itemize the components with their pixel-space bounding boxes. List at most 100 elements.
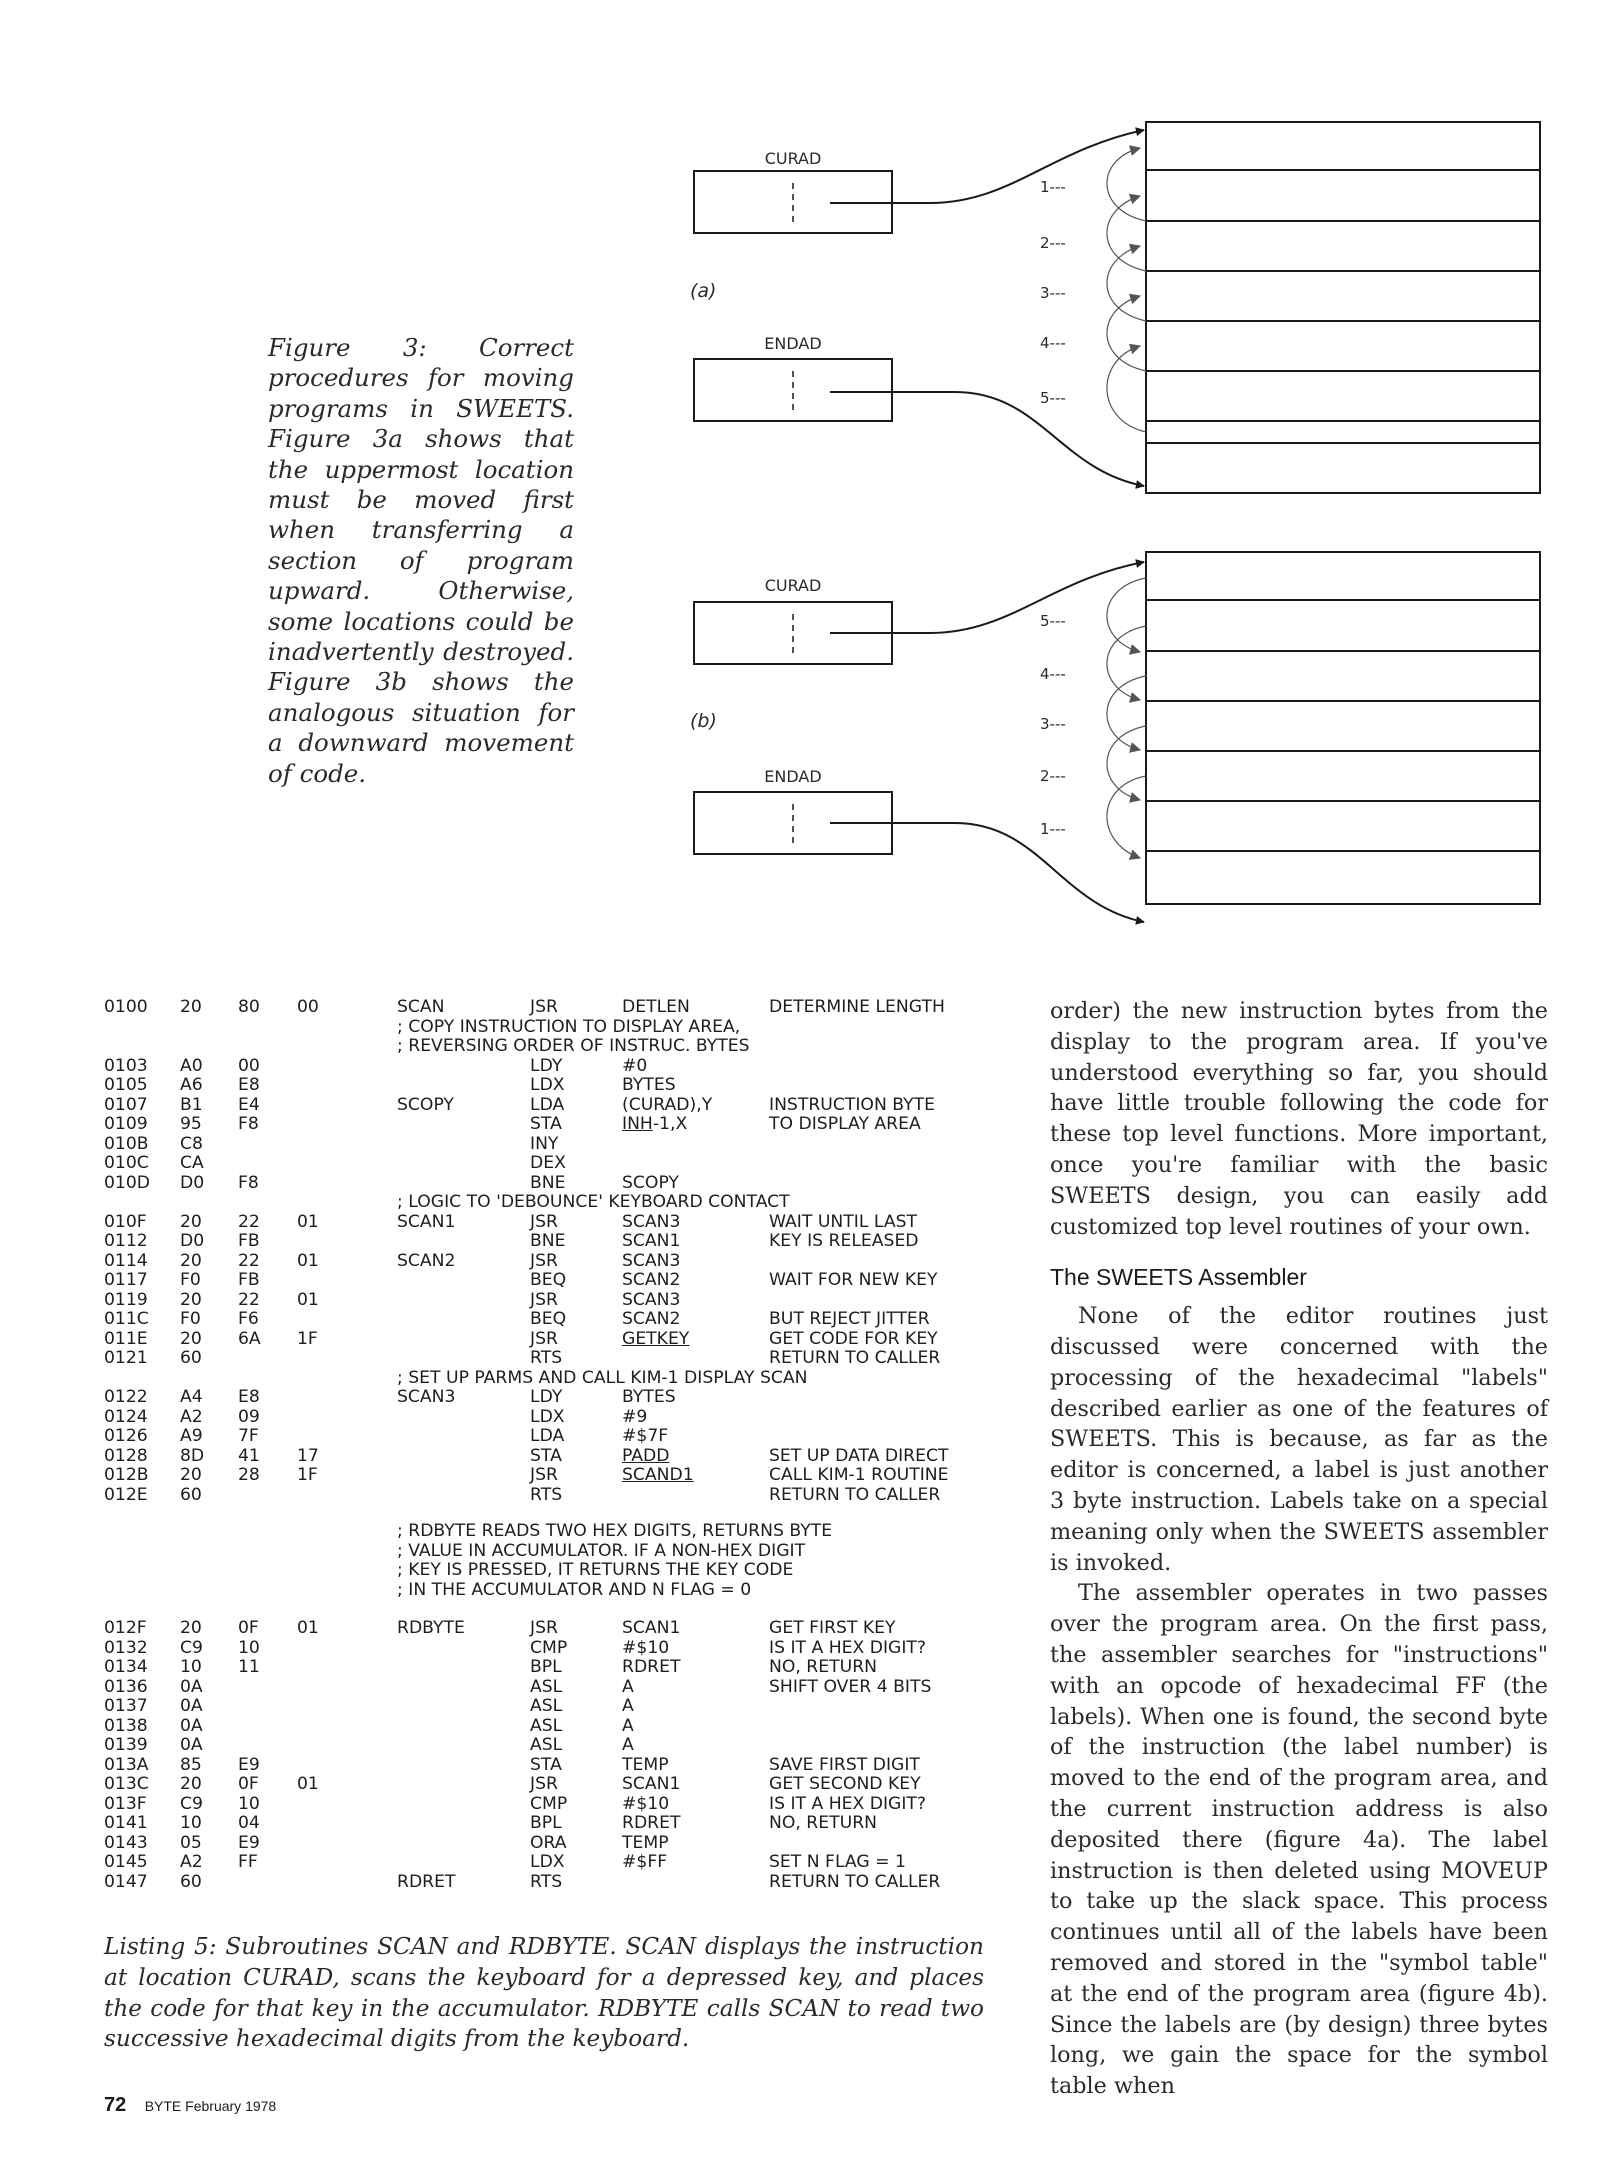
listing-operand: A (622, 1715, 634, 1736)
listing-comment: ; LOGIC TO 'DEBOUNCE' KEYBOARD CONTACT (397, 1192, 790, 1212)
listing-byte: C8 (180, 1133, 203, 1154)
listing-address: 012F (104, 1618, 147, 1638)
listing-comment: SET N FLAG = 1 (769, 1852, 906, 1872)
listing-operand: #$7F (622, 1426, 669, 1446)
listing-operand: A (622, 1676, 634, 1697)
listing-opcode: JSR (530, 1250, 558, 1271)
listing-byte: 85 (180, 1754, 202, 1775)
listing-5-caption: Listing 5: Subroutines SCAN and RDBYTE. … (104, 1933, 984, 2053)
listing-address: 0121 (104, 1348, 148, 1368)
listing-byte: 1F (297, 1328, 318, 1349)
listing-opcode: BEQ (530, 1309, 567, 1329)
listing-byte: 60 (180, 1348, 202, 1368)
listing-byte: 01 (297, 1618, 319, 1638)
panel-a-label: (a) (690, 280, 716, 302)
listing-byte: 10 (180, 1657, 202, 1677)
listing-byte: F0 (180, 1270, 201, 1290)
listing-operand: #$10 (622, 1793, 670, 1814)
article-paragraph: None of the editor routines just discuss… (1050, 1303, 1548, 1576)
listing-label: SCAN2 (397, 1250, 456, 1271)
listing-byte: 00 (238, 1055, 260, 1076)
listing-operand: INH-1,X (622, 1114, 688, 1134)
section-heading: The SWEETS Assembler (1050, 1264, 1307, 1291)
listing-opcode: DEX (530, 1153, 566, 1173)
listing-opcode: ORA (530, 1832, 567, 1853)
listing-comment: SAVE FIRST DIGIT (769, 1754, 920, 1775)
listing-byte: C9 (180, 1637, 203, 1658)
svg-text:2---: 2--- (1040, 234, 1066, 252)
panel-a-curad-arrow (929, 127, 1145, 204)
listing-byte: 20 (180, 1774, 202, 1794)
listing-opcode: ASL (530, 1676, 563, 1697)
listing-byte: D0 (180, 1231, 205, 1251)
listing-operand: (CURAD),Y (622, 1094, 713, 1115)
listing-byte: 01 (297, 1774, 319, 1794)
panel-a: CURAD (a) ENDAD 1--- (690, 121, 1541, 494)
listing-opcode: ASL (530, 1715, 563, 1736)
listing-byte: 04 (238, 1813, 260, 1833)
listing-operand: SCAN1 (622, 1774, 681, 1794)
listing-opcode: JSR (530, 1618, 558, 1638)
listing-opcode: STA (530, 1114, 562, 1134)
panel-a-endad-box (693, 358, 893, 422)
listing-address: 013F (104, 1793, 147, 1814)
listing-operand: SCAN1 (622, 1618, 681, 1638)
listing-address: 0107 (104, 1094, 148, 1115)
listing-byte: 20 (180, 1289, 202, 1310)
listing-comment: GET SECOND KEY (769, 1774, 921, 1794)
listing-address: 012B (104, 1465, 149, 1485)
listing-operand: RDRET (622, 1813, 681, 1833)
listing-address: 0132 (104, 1637, 148, 1658)
svg-text:2---: 2--- (1040, 767, 1066, 785)
listing-opcode: LDA (530, 1094, 565, 1115)
article-paragraph: order) the new instruction bytes from th… (1050, 998, 1548, 1240)
listing-byte: 80 (238, 997, 260, 1017)
listing-address: 0114 (104, 1250, 148, 1271)
listing-opcode: JSR (530, 1289, 558, 1310)
listing-opcode: INY (530, 1133, 559, 1154)
listing-byte: D0 (180, 1172, 205, 1193)
listing-opcode: BNE (530, 1172, 566, 1193)
listing-label: SCAN (397, 997, 445, 1017)
article-paragraph: The assembler operates in two passes ove… (1050, 1580, 1548, 2100)
listing-opcode: BPL (530, 1813, 562, 1833)
listing-operand: RDRET (622, 1657, 681, 1677)
listing-byte: 0A (180, 1676, 203, 1697)
panel-b-curad-label: CURAD (765, 576, 822, 595)
listing-opcode: ASL (530, 1696, 563, 1716)
listing-opcode: JSR (530, 1465, 558, 1485)
listing-byte: A6 (180, 1075, 203, 1095)
listing-address: 011E (104, 1328, 148, 1349)
listing-address: 0100 (104, 997, 148, 1017)
listing-opcode: RTS (530, 1348, 563, 1368)
listing-byte: F0 (180, 1309, 201, 1329)
listing-label: SCAN3 (397, 1387, 456, 1407)
panel-b-endad-arrow (954, 822, 1145, 925)
listing-byte: 10 (238, 1793, 260, 1814)
listing-address: 013C (104, 1774, 149, 1794)
listing-byte: 60 (180, 1871, 202, 1892)
listing-byte: 0A (180, 1696, 203, 1716)
listing-byte: FB (238, 1231, 260, 1251)
listing-operand: SCAN3 (622, 1211, 681, 1232)
listing-byte: F6 (238, 1309, 259, 1329)
listing-byte: A2 (180, 1852, 203, 1872)
listing-byte: E8 (238, 1075, 260, 1095)
panel-a-endad-arrow (954, 391, 1145, 489)
panel-a-move-arcs (1106, 145, 1147, 433)
listing-byte: 0A (180, 1735, 203, 1755)
listing-opcode: LDX (530, 1852, 565, 1872)
listing-address: 0134 (104, 1657, 148, 1677)
panel-a-step-labels: 1--- 2--- 3--- 4--- 5--- (1040, 178, 1066, 407)
listing-operand: SCAN3 (622, 1289, 681, 1310)
listing-operand: #0 (622, 1055, 648, 1076)
svg-text:3---: 3--- (1040, 715, 1066, 733)
listing-operand: DETLEN (622, 997, 690, 1017)
listing-byte: 01 (297, 1289, 319, 1310)
listing-comment: TO DISPLAY AREA (769, 1114, 921, 1134)
listing-byte: 11 (238, 1657, 260, 1677)
listing-operand: BYTES (622, 1075, 676, 1095)
listing-comment: RETURN TO CALLER (769, 1348, 941, 1368)
listing-address: 0138 (104, 1715, 148, 1736)
listing-opcode: LDX (530, 1406, 565, 1427)
